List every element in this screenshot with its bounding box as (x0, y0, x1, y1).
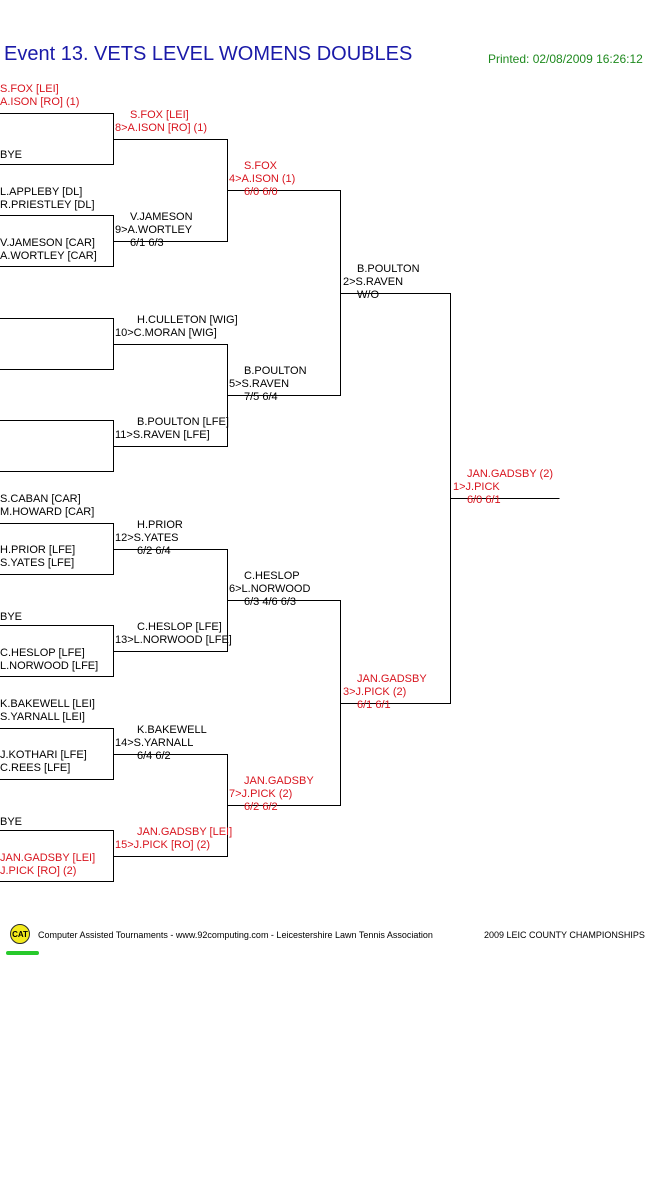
cat-logo: CAT (10, 924, 30, 944)
player-name: L.NORWOOD [LFE] (0, 660, 99, 672)
logo-underline (6, 951, 39, 955)
match-score: 6/4 6/2 (137, 750, 171, 762)
player-name: L.APPLEBY [DL] (0, 186, 83, 198)
player-name: A.WORTLEY [CAR] (0, 250, 97, 262)
printed-timestamp: Printed: 02/08/2009 16:26:12 (488, 52, 643, 66)
player-name: C.HESLOP (244, 570, 300, 582)
match-score: 6/0 6/0 (244, 186, 278, 198)
match-score: 6/2 6/4 (137, 545, 171, 557)
player-name: 15>J.PICK [RO] (2) (115, 839, 211, 851)
player-name: 2>S.RAVEN (343, 276, 404, 288)
draw-entry: BYE (0, 149, 22, 162)
draw-entry: S.FOX 4>A.ISON (1) 6/0 6/0 (229, 160, 295, 199)
draw-entry: BYE (0, 611, 22, 624)
player-name: 8>A.ISON [RO] (1) (115, 122, 207, 134)
player-name: K.BAKEWELL [LEI] (0, 698, 95, 710)
footer-event: 2009 LEIC COUNTY CHAMPIONSHIPS (484, 930, 645, 940)
match-score: 7/5 6/4 (244, 391, 278, 403)
player-name: 4>A.ISON (1) (229, 173, 296, 185)
draw-entry: K.BAKEWELL 14>S.YARNALL 6/4 6/2 (115, 724, 207, 763)
draw-entry: S.FOX [LEI] 8>A.ISON [RO] (1) (115, 109, 207, 135)
player-name: J.PICK [RO] (2) (0, 865, 77, 877)
player-name: 7>J.PICK (2) (229, 788, 293, 800)
draw-entry: H.CULLETON [WIG] 10>C.MORAN [WIG] (115, 314, 238, 340)
player-name: BYE (0, 149, 23, 161)
player-name: S.YATES [LFE] (0, 557, 75, 569)
player-name: S.YARNALL [LEI] (0, 711, 85, 723)
player-name: JAN.GADSBY (357, 673, 427, 685)
draw-entry: V.JAMESON [CAR] A.WORTLEY [CAR] (0, 237, 97, 263)
player-name: B.POULTON (357, 263, 420, 275)
player-name: JAN.GADSBY [LEI] (0, 852, 96, 864)
match-score: 6/0 6/1 (467, 494, 501, 506)
player-name: V.JAMESON [CAR] (0, 237, 95, 249)
player-name: C.REES [LFE] (0, 762, 71, 774)
player-name: M.HOWARD [CAR] (0, 506, 95, 518)
player-name: K.BAKEWELL (137, 724, 207, 736)
player-name: 12>S.YATES (115, 532, 179, 544)
draw-entry: K.BAKEWELL [LEI] S.YARNALL [LEI] (0, 698, 95, 724)
draw-entry: S.FOX [LEI] A.ISON [RO] (1) (0, 83, 79, 109)
player-name: S.FOX [LEI] (130, 109, 189, 121)
player-name: JAN.GADSBY (244, 775, 314, 787)
player-name: S.FOX [LEI] (0, 83, 59, 95)
player-name: S.FOX (244, 160, 278, 172)
draw-winner: JAN.GADSBY (2) 1>J.PICK 6/0 6/1 (453, 468, 553, 507)
player-name: J.KOTHARI [LFE] (0, 749, 87, 761)
player-name: 14>S.YARNALL (115, 737, 194, 749)
player-name: 13>L.NORWOOD [LFE] (115, 634, 232, 646)
draw-entry: J.KOTHARI [LFE] C.REES [LFE] (0, 749, 87, 775)
player-name: 3>J.PICK (2) (343, 686, 407, 698)
player-name: BYE (0, 611, 23, 623)
player-name: C.HESLOP [LFE] (0, 647, 85, 659)
player-name: A.ISON [RO] (1) (0, 96, 80, 108)
match-score: 6/1 6/3 (130, 237, 164, 249)
page-title: Event 13. VETS LEVEL WOMENS DOUBLES (4, 43, 413, 65)
player-name: B.POULTON (244, 365, 307, 377)
draw-entry: H.PRIOR 12>S.YATES 6/2 6/4 (115, 519, 183, 558)
draw-entry: BYE (0, 816, 22, 829)
player-name: 11>S.RAVEN [LFE] (115, 429, 210, 441)
player-name: 5>S.RAVEN (229, 378, 290, 390)
draw-entry: H.PRIOR [LFE] S.YATES [LFE] (0, 544, 75, 570)
draw-entry: C.HESLOP 6>L.NORWOOD 6/3 4/6 6/3 (229, 570, 310, 609)
player-name: 1>J.PICK (453, 481, 500, 493)
player-name: H.PRIOR [LFE] (0, 544, 76, 556)
player-name: JAN.GADSBY (2) (467, 468, 553, 480)
draw-entry: JAN.GADSBY [LEI] J.PICK [RO] (2) (0, 852, 95, 878)
match-score: 6/3 4/6 6/3 (244, 596, 296, 608)
player-name: 6>L.NORWOOD (229, 583, 311, 595)
player-name: B.POULTON [LFE] (137, 416, 229, 428)
draw-entry: B.POULTON 5>S.RAVEN 7/5 6/4 (229, 365, 307, 404)
draw-entry: B.POULTON 2>S.RAVEN W/O (343, 263, 420, 302)
player-name: H.CULLETON [WIG] (137, 314, 238, 326)
draw-entry: JAN.GADSBY 7>J.PICK (2) 6/2 6/2 (229, 775, 314, 814)
draw-entry: C.HESLOP [LFE] 13>L.NORWOOD [LFE] (115, 621, 232, 647)
footer-credit: Computer Assisted Tournaments - www.92co… (38, 930, 433, 940)
player-name: 9>A.WORTLEY (115, 224, 193, 236)
draw-entry: C.HESLOP [LFE] L.NORWOOD [LFE] (0, 647, 98, 673)
match-score: 6/2 6/2 (244, 801, 278, 813)
player-name: R.PRIESTLEY [DL] (0, 199, 95, 211)
player-name: H.PRIOR (137, 519, 183, 531)
draw-entry: V.JAMESON 9>A.WORTLEY 6/1 6/3 (115, 211, 193, 250)
match-score: 6/1 6/1 (357, 699, 391, 711)
match-score: W/O (357, 289, 379, 301)
draw-entry: B.POULTON [LFE] 11>S.RAVEN [LFE] (115, 416, 229, 442)
draw-entry: JAN.GADSBY 3>J.PICK (2) 6/1 6/1 (343, 673, 427, 712)
player-name: 10>C.MORAN [WIG] (115, 327, 217, 339)
player-name: S.CABAN [CAR] (0, 493, 81, 505)
draw-entry: JAN.GADSBY [LEI] 15>J.PICK [RO] (2) (115, 826, 232, 852)
player-name: JAN.GADSBY [LEI] (137, 826, 233, 838)
draw-entry: S.CABAN [CAR] M.HOWARD [CAR] (0, 493, 94, 519)
player-name: V.JAMESON (130, 211, 193, 223)
player-name: BYE (0, 816, 23, 828)
player-name: C.HESLOP [LFE] (137, 621, 222, 633)
draw-entry: L.APPLEBY [DL] R.PRIESTLEY [DL] (0, 186, 95, 212)
